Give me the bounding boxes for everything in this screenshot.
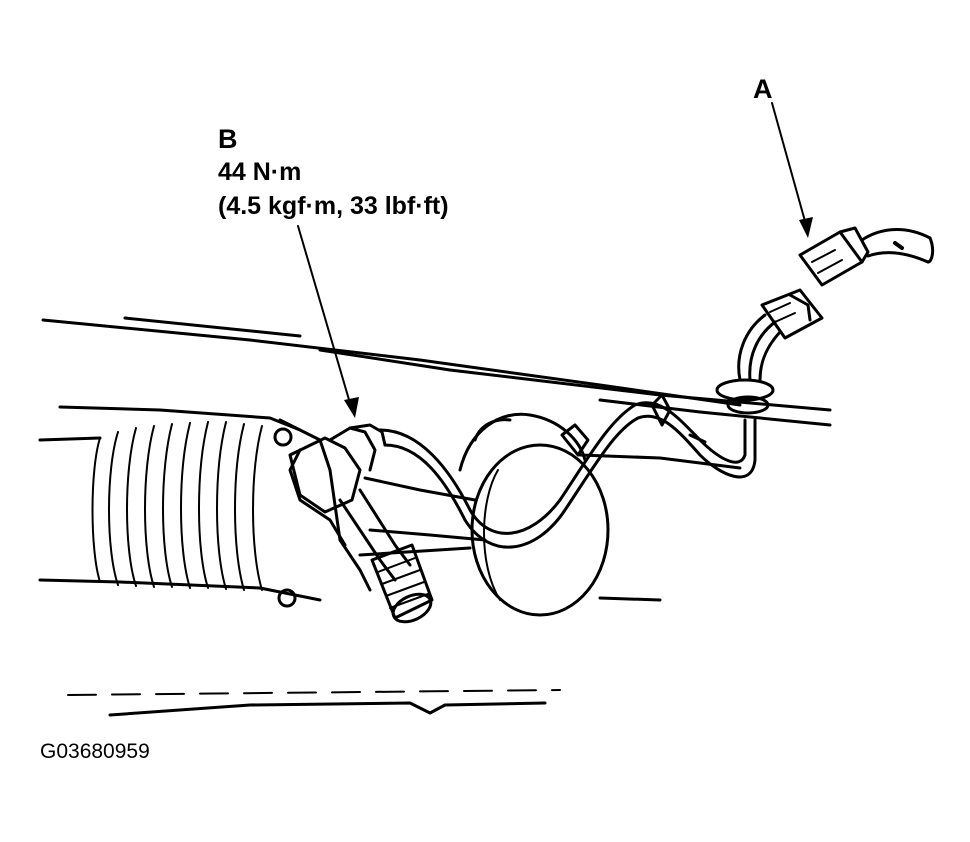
leader-arrow-b — [297, 225, 359, 418]
oxygen-sensor-b — [288, 423, 412, 582]
ground-lines — [67, 689, 561, 717]
figure-id: G03680959 — [40, 740, 150, 763]
connector-a — [798, 226, 935, 287]
label-b-torque-conversion: (4.5 kgf·m, 33 lbf·ft) — [218, 192, 449, 220]
sensor-connector-lower — [760, 288, 824, 340]
label-b-torque: 44 N·m — [218, 158, 302, 186]
sensor-socket-tool — [370, 543, 434, 624]
label-b: B — [218, 124, 238, 154]
leader-arrow-a — [771, 102, 813, 238]
muffler — [458, 412, 662, 617]
label-a: A — [753, 74, 773, 104]
floor-panel-lines — [41, 316, 832, 470]
catalytic-converter — [38, 405, 372, 608]
exhaust-pipe — [358, 476, 487, 557]
sensor-wire-harness — [378, 313, 782, 549]
